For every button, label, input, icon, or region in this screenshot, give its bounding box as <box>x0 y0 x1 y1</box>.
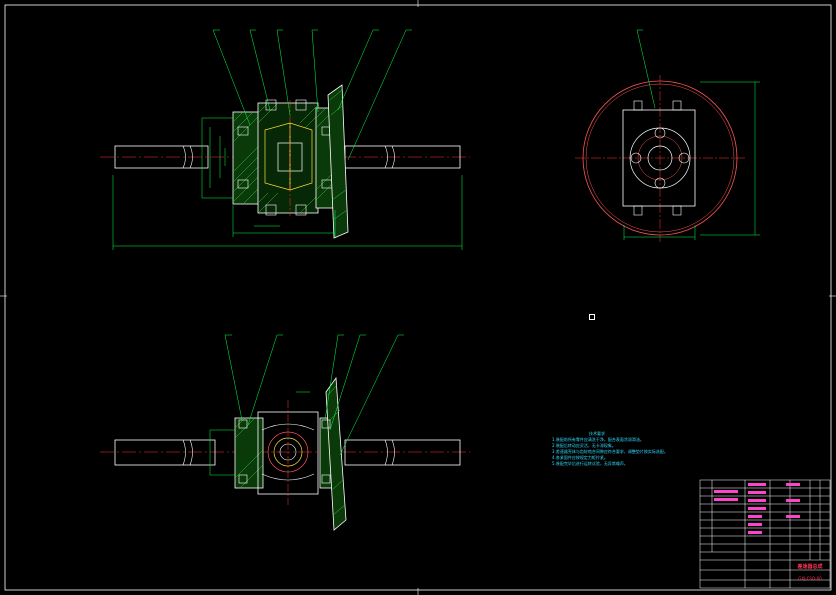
notes-title: 技术要求 <box>589 431 605 436</box>
front-section-view <box>100 29 470 250</box>
cursor-marker <box>589 314 595 320</box>
note-line-5: 5.装配完毕后进行运转试验，无异常噪声。 <box>552 461 628 466</box>
title-block-name: 差速器总成 <box>797 564 823 570</box>
drawing-frame <box>4 4 832 591</box>
title-block <box>699 479 831 589</box>
title-block-cells <box>714 483 800 534</box>
note-line-1: 1.装配前所有零件应清洗干净，配合表面涂润滑油。 <box>552 437 644 442</box>
top-view <box>100 334 470 531</box>
note-line-3: 3.差速器壳体与齿轮啮合间隙应符合要求，调整垫片按实际选配。 <box>552 449 668 454</box>
technical-notes: 技术要求 1.装配前所有零件应清洗干净，配合表面涂润滑油。 2.装配后转动应灵活… <box>552 431 692 467</box>
note-line-2: 2.装配后转动应灵活，无卡滞现象。 <box>552 443 616 448</box>
side-view <box>575 29 760 242</box>
title-block-code: GXJ-CSQ-00 <box>798 576 822 581</box>
note-line-4: 4.各紧固件应按规定力矩拧紧。 <box>552 455 608 460</box>
